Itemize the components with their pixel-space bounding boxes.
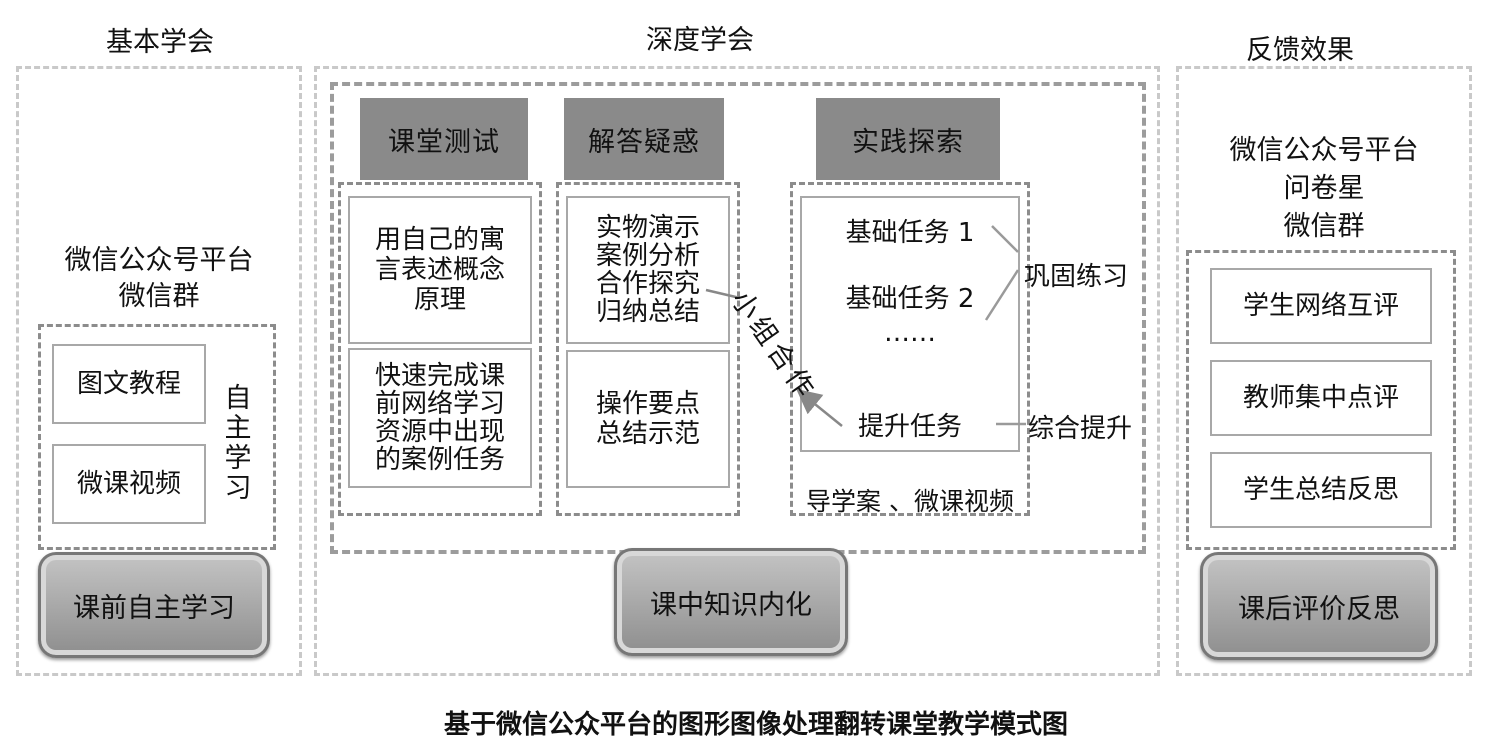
box-line: 归纳总结 <box>595 297 700 327</box>
stage-post-class: 课后评价反思 <box>1200 552 1438 660</box>
tab-classroom-test: 课堂测试 <box>360 98 528 180</box>
box-line: 原理 <box>413 285 466 315</box>
left-platform-line: 微信群 <box>118 281 200 312</box>
test-box-case-task: 快速完成课 前网络学习 资源中出现 的案例任务 <box>348 348 532 488</box>
box-line: 总结示范 <box>595 419 700 449</box>
left-item-microvideo: 微课视频 <box>52 444 206 524</box>
header-feedback: 反馈效果 <box>1246 35 1354 66</box>
right-platform-line: 问卷星 <box>1283 173 1365 204</box>
label-comprehensive: 综合提升 <box>1028 414 1133 444</box>
practice-ellipsis: …… <box>884 318 936 348</box>
header-deep: 深度学会 <box>646 25 754 56</box>
right-feedback-group <box>1186 250 1456 550</box>
left-self-study-group <box>38 324 276 550</box>
right-platform-line: 微信群 <box>1283 211 1365 242</box>
region-deep <box>314 66 1160 676</box>
box-line: 案例分析 <box>595 241 700 271</box>
practice-basic-task-1: 基础任务 1 <box>845 218 975 248</box>
box-line: 资源中出现 <box>374 417 505 447</box>
region-feedback <box>1176 66 1472 676</box>
test-column-frame <box>338 182 542 516</box>
right-platform-line: 微信公众号平台 <box>1229 135 1419 166</box>
answer-box-demo: 操作要点 总结示范 <box>566 350 730 488</box>
region-basic <box>16 66 302 676</box>
left-platform-line: 微信公众号平台 <box>64 245 254 276</box>
group-cooperation-label: 小 组 合 作 <box>725 284 826 404</box>
box-line: 实物演示 <box>595 213 700 243</box>
right-item-peer-review: 学生网络互评 <box>1210 268 1432 344</box>
left-platform-list: 微信公众号平台 微信群 <box>40 243 278 315</box>
side-label-char: 自 <box>224 383 252 414</box>
practice-inner-box <box>800 196 1020 452</box>
stage-pre-class: 课前自主学习 <box>38 552 270 658</box>
left-side-label: 自 主 学 习 <box>218 384 258 504</box>
label-consolidate: 巩固练习 <box>1024 262 1129 292</box>
practice-basic-task-2: 基础任务 2 <box>845 284 975 314</box>
stage-in-class: 课中知识内化 <box>614 548 848 656</box>
side-label-char: 学 <box>224 443 252 474</box>
box-line: 用自己的寓 <box>374 225 505 255</box>
right-item-self-reflection: 学生总结反思 <box>1210 452 1432 528</box>
header-basic: 基本学会 <box>106 27 214 58</box>
figure-caption: 基于微信公众平台的图形图像处理翻转课堂教学模式图 <box>443 710 1068 740</box>
right-platform-list: 微信公众号平台 问卷星 微信群 <box>1190 132 1458 246</box>
box-line: 快速完成课 <box>374 361 505 391</box>
box-line: 言表述概念 <box>374 255 505 285</box>
tab-practice-explore: 实践探索 <box>816 98 1000 180</box>
box-line: 的案例任务 <box>374 445 505 475</box>
left-item-tutorial: 图文教程 <box>52 344 206 424</box>
practice-advanced-task: 提升任务 <box>857 412 962 442</box>
side-label-char: 主 <box>224 413 252 444</box>
side-label-char: 习 <box>224 473 252 504</box>
practice-footer: 导学案 、微课视频 <box>806 487 1014 516</box>
box-line: 前网络学习 <box>374 389 505 419</box>
right-item-teacher-review: 教师集中点评 <box>1210 360 1432 436</box>
answer-column-frame <box>556 182 740 516</box>
answer-box-methods: 实物演示 案例分析 合作探究 归纳总结 <box>566 196 730 344</box>
practice-column-frame <box>790 182 1030 516</box>
test-box-fable: 用自己的寓 言表述概念 原理 <box>348 196 532 344</box>
box-line: 操作要点 <box>595 389 700 419</box>
box-line: 合作探究 <box>595 269 700 299</box>
tab-answer-questions: 解答疑惑 <box>564 98 724 180</box>
